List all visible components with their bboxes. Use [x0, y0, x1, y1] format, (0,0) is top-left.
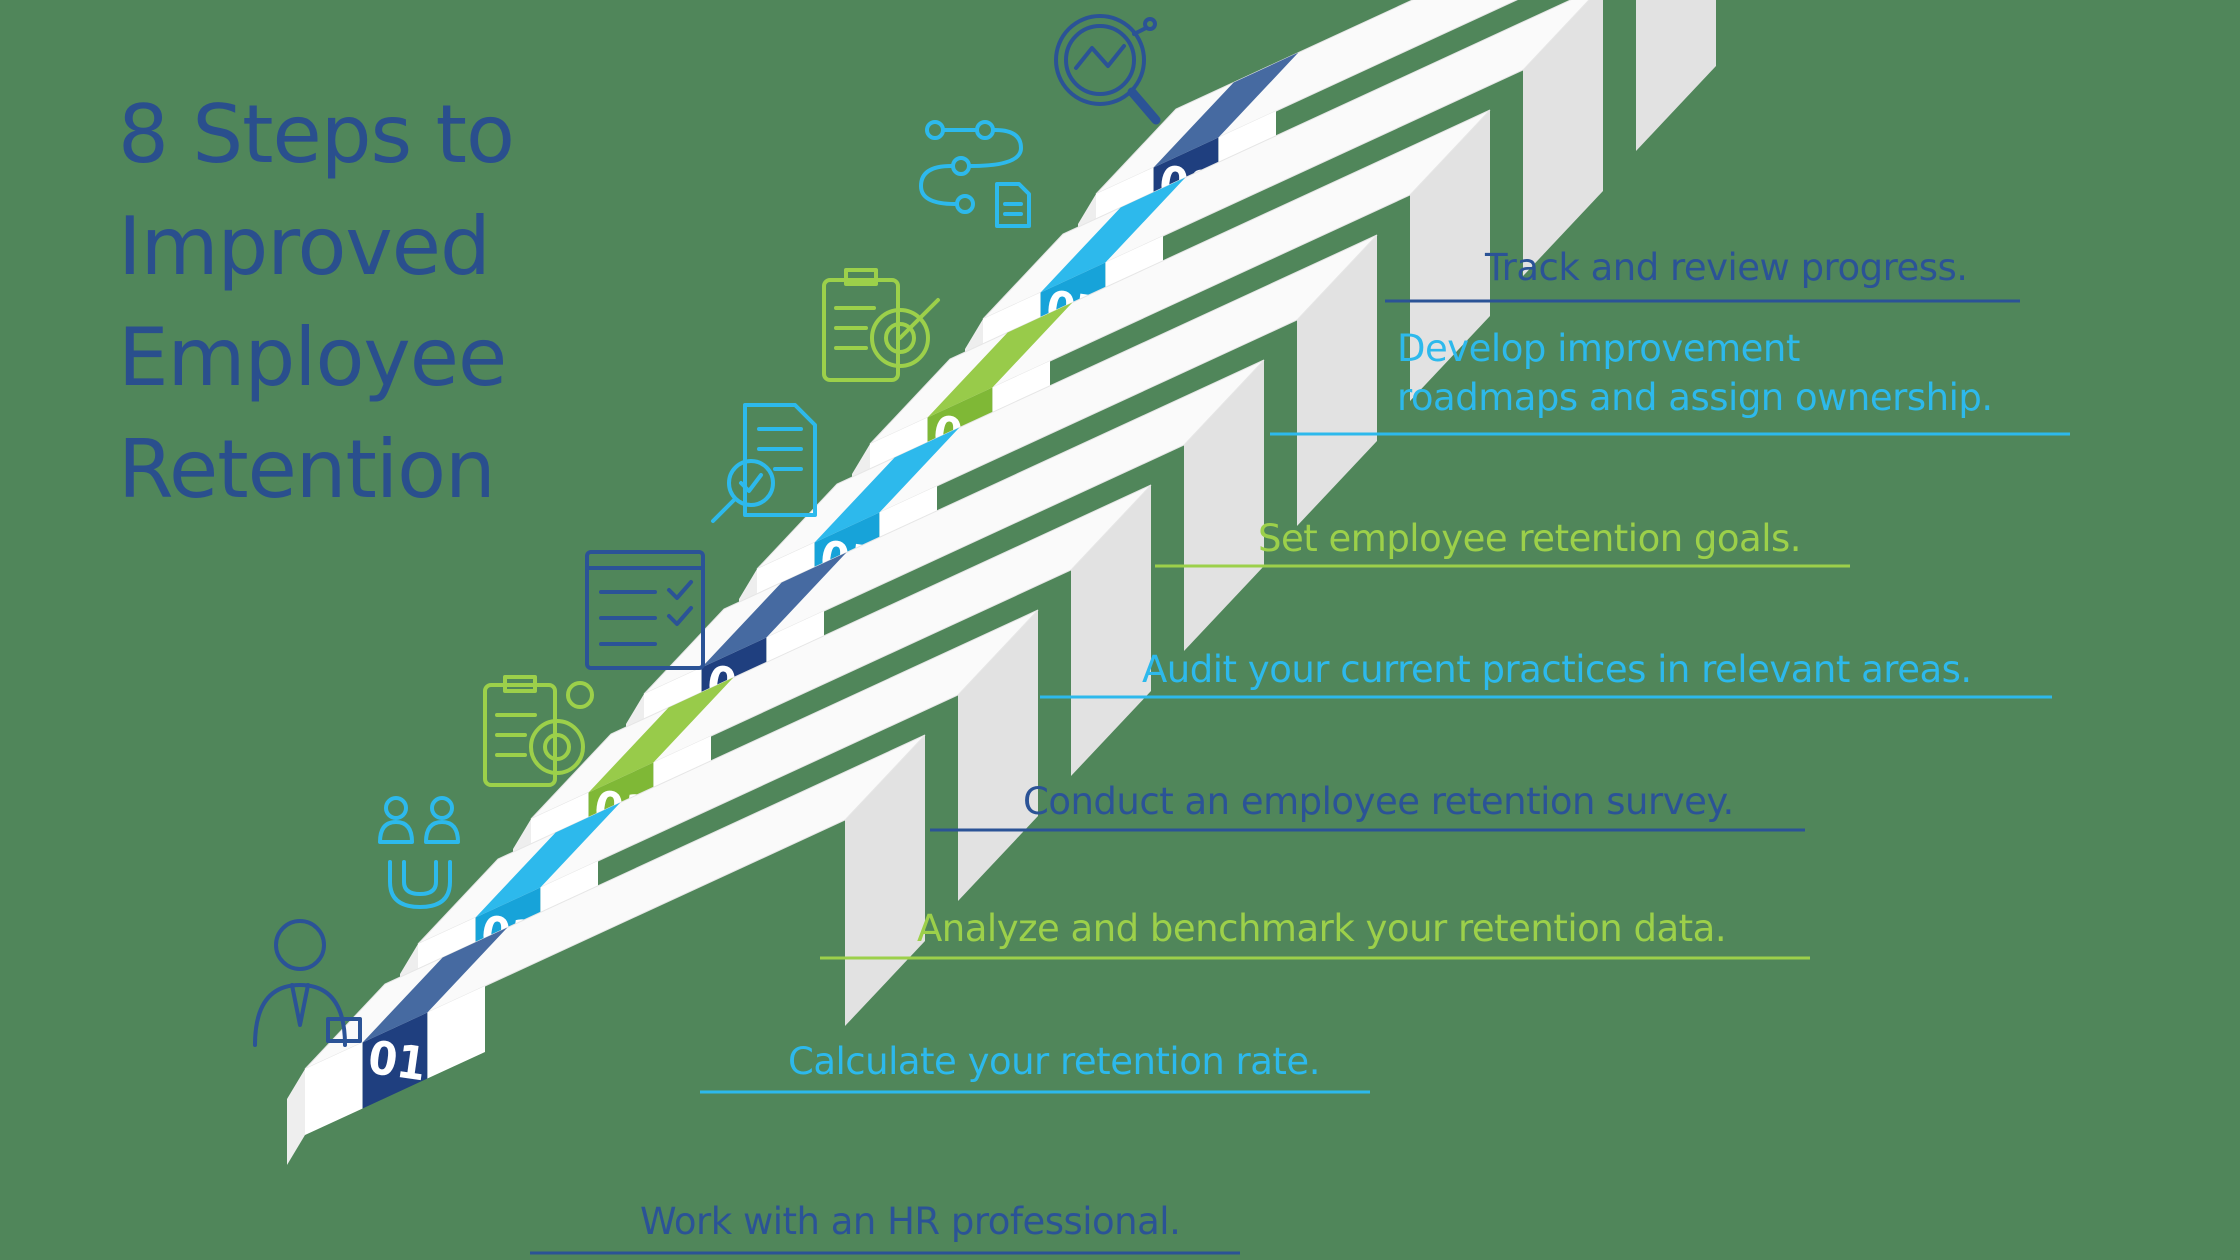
step-label-line: Track and review progress. [1485, 246, 1968, 289]
step-label-05: Audit your current practices in relevant… [1142, 646, 1972, 695]
progress-analytics-icon [1054, 14, 1161, 125]
step-label-line: Conduct an employee retention survey. [1023, 780, 1734, 823]
step-label-line: roadmaps and assign ownership. [1397, 375, 1993, 419]
step-label-03: Analyze and benchmark your retention dat… [917, 905, 1727, 954]
step-label-01: Work with an HR professional. [640, 1198, 1181, 1247]
step-label-line: Audit your current practices in relevant… [1142, 648, 1972, 691]
hr-professional-icon [253, 919, 362, 1047]
step-label-02: Calculate your retention rate. [788, 1038, 1320, 1087]
people-magnet-icon [378, 796, 460, 909]
title-line-3: Employee [118, 311, 507, 404]
step-label-06: Set employee retention goals. [1258, 515, 1802, 564]
title-line-4: Retention [118, 423, 496, 516]
goal-target-icon [822, 268, 940, 382]
title-line-2: Improved [118, 200, 491, 293]
step-label-08: Track and review progress. [1485, 244, 1968, 293]
roadmap-icon [919, 120, 1031, 228]
step-label-line: Work with an HR professional. [640, 1200, 1181, 1243]
step-label-line: Analyze and benchmark your retention dat… [917, 907, 1727, 950]
step-label-04: Conduct an employee retention survey. [1023, 778, 1734, 827]
survey-checklist-icon [585, 550, 705, 670]
clipboard-target-icon [483, 675, 594, 787]
stair-step-01: 01 [287, 734, 926, 1165]
document-search-icon [711, 403, 817, 523]
title-line-1: 8 Steps to [118, 88, 515, 181]
step-label-line: Develop improvement [1397, 327, 1800, 370]
step-number-01: 01 [365, 1030, 430, 1091]
step-label-07: Develop improvement roadmaps and assign o… [1397, 325, 1993, 423]
stair-step-02: 02 [400, 609, 1039, 1040]
step-label-line: Set employee retention goals. [1258, 517, 1802, 560]
step-label-line: Calculate your retention rate. [788, 1040, 1320, 1083]
